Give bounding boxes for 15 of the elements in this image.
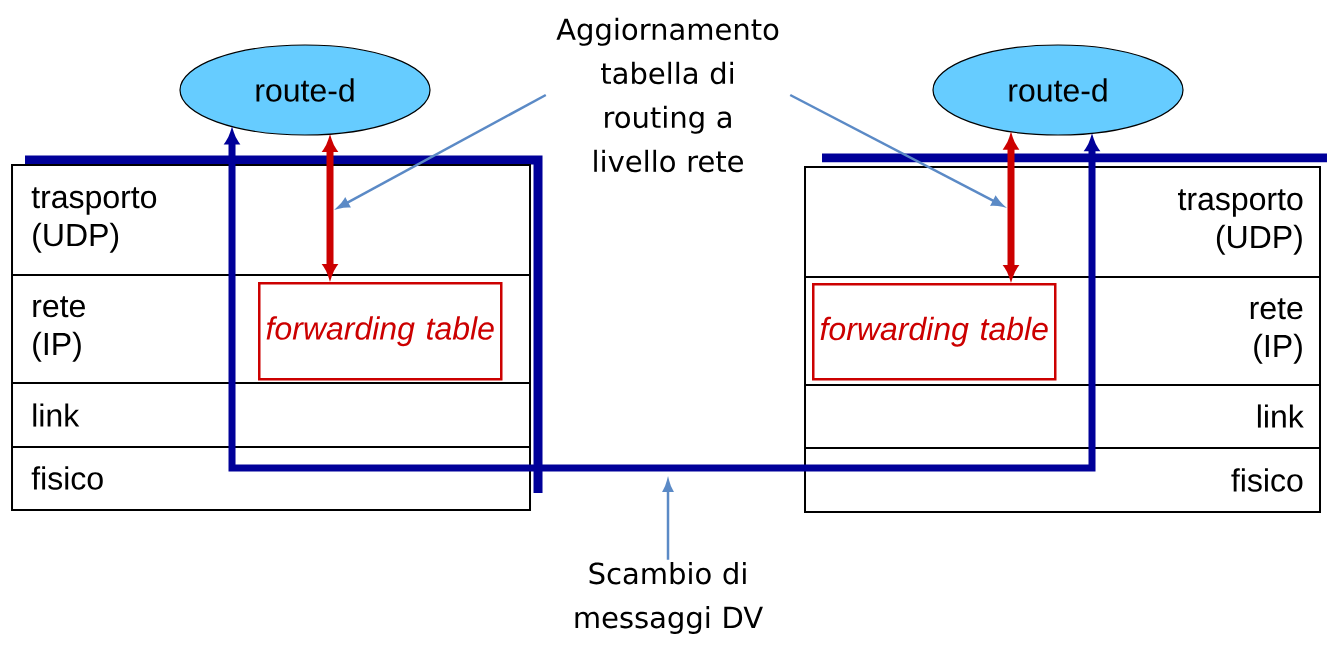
- leader-arrow: [337, 93, 547, 209]
- annotation-text: Aggiornamento tabella di routing a livello rete: [556, 17, 779, 173]
- leader-arrow: [789, 93, 1004, 207]
- layer-label: link: [33, 403, 80, 427]
- layer-label: rete (IP): [1250, 298, 1303, 364]
- table-box: forwarding table: [258, 282, 503, 381]
- table-box: forwarding table: [812, 283, 1057, 381]
- layer-label: trasporto (UDP): [1178, 189, 1303, 255]
- layer-label: trasporto (UDP): [31, 187, 157, 253]
- annotation-text: Scambio di messaggi DV: [575, 561, 763, 635]
- layer-label: fisico: [31, 466, 103, 490]
- leader-arrow: [662, 479, 674, 560]
- layer-label: link: [1257, 404, 1304, 428]
- layer-label: fisico: [1231, 468, 1303, 492]
- layer-label: rete (IP): [33, 296, 85, 362]
